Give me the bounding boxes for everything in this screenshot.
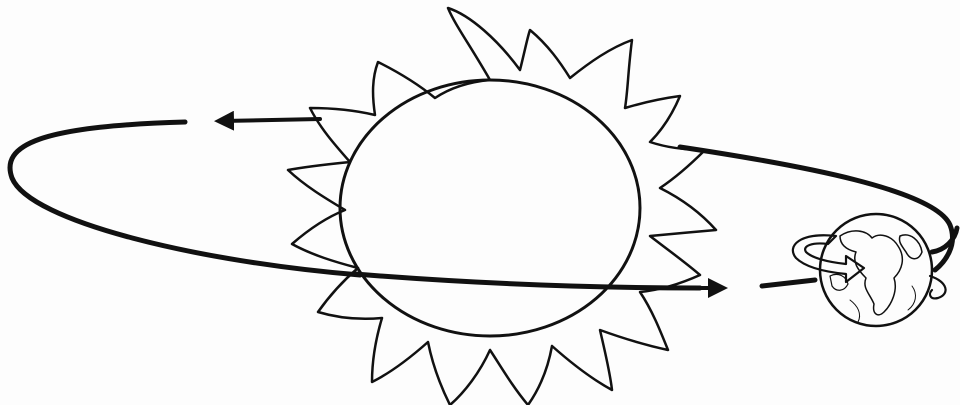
orbit-arrow-top (222, 119, 320, 121)
orbit-right-arc (680, 147, 952, 270)
globe-icon (820, 214, 932, 326)
earth-outline (820, 214, 932, 326)
rotation-arrow-front (793, 235, 864, 282)
earth-continents (830, 231, 922, 322)
orbit-back (10, 119, 952, 275)
orbit-dash-segment (762, 280, 815, 286)
orbit-front (355, 274, 815, 288)
sun-icon (288, 8, 716, 405)
curved-arrow-icon (793, 235, 946, 298)
orbit-front-arc (355, 274, 700, 288)
sun-rays (288, 8, 716, 405)
sun-disc (340, 80, 640, 336)
